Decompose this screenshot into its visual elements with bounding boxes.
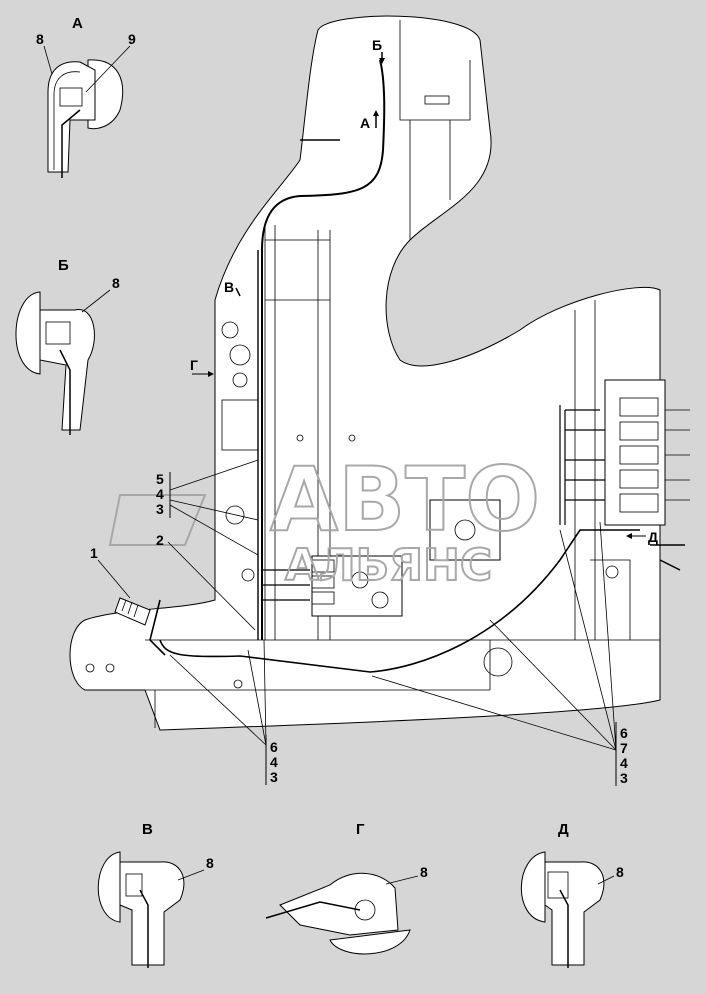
stack-left-mid-3: 3 <box>156 501 164 517</box>
detail-B-callout-8: 8 <box>112 275 120 291</box>
callout-1-main: 1 <box>90 545 98 561</box>
view-label-G-main: Г <box>190 357 198 373</box>
solenoid-valve-stack <box>619 397 690 571</box>
detail-B-title: Б <box>58 257 69 274</box>
detail-A-title: А <box>72 15 83 32</box>
stack-bottom-left-1: 6 <box>270 739 278 755</box>
stack-bottom-right-1: 6 <box>620 725 628 741</box>
view-label-D-main: Д <box>648 529 658 545</box>
detail-D-callout-8: 8 <box>616 864 624 880</box>
detail-view-G: Г 8 <box>265 821 428 955</box>
detail-G-callout-8: 8 <box>420 864 428 880</box>
main-labels: Б А В Г Д 5 4 3 2 1 6 4 3 6 7 4 3 <box>90 37 658 786</box>
stack-left-mid-2: 4 <box>156 486 164 502</box>
watermark-line1: АВТО <box>270 448 540 551</box>
detail-view-V: В 8 <box>97 821 214 968</box>
wiring-harness <box>149 59 640 673</box>
main-frame-body <box>69 15 666 731</box>
view-label-V-main: В <box>224 279 234 295</box>
detail-view-A: А 8 9 <box>36 15 136 178</box>
stack-bottom-left-3: 3 <box>270 769 278 785</box>
stack-bottom-right-3: 4 <box>620 755 628 771</box>
view-label-A-main: А <box>360 115 370 131</box>
valve-block <box>311 499 501 617</box>
detail-A-callout-8: 8 <box>36 31 44 47</box>
stack-bottom-left-2: 4 <box>270 754 278 770</box>
detail-G-title: Г <box>356 821 365 838</box>
stack-bottom-right-2: 7 <box>620 740 628 756</box>
detail-V-callout-8: 8 <box>206 855 214 871</box>
callout-2-main: 2 <box>156 532 164 548</box>
detail-view-B: Б 8 <box>15 257 120 435</box>
detail-view-D: Д 8 <box>520 821 624 968</box>
connector-1 <box>114 597 151 626</box>
watermark-line2: АЛЬЯНС <box>285 540 492 591</box>
detail-A-callout-9: 9 <box>128 31 136 47</box>
detail-V-title: В <box>142 821 153 838</box>
detail-D-title: Д <box>558 821 569 838</box>
watermark: АВТО АЛЬЯНС <box>108 447 541 592</box>
stack-left-mid-1: 5 <box>156 471 164 487</box>
view-label-B-main: Б <box>372 37 382 53</box>
stack-bottom-right-4: 3 <box>620 770 628 786</box>
frame-details <box>85 321 619 689</box>
